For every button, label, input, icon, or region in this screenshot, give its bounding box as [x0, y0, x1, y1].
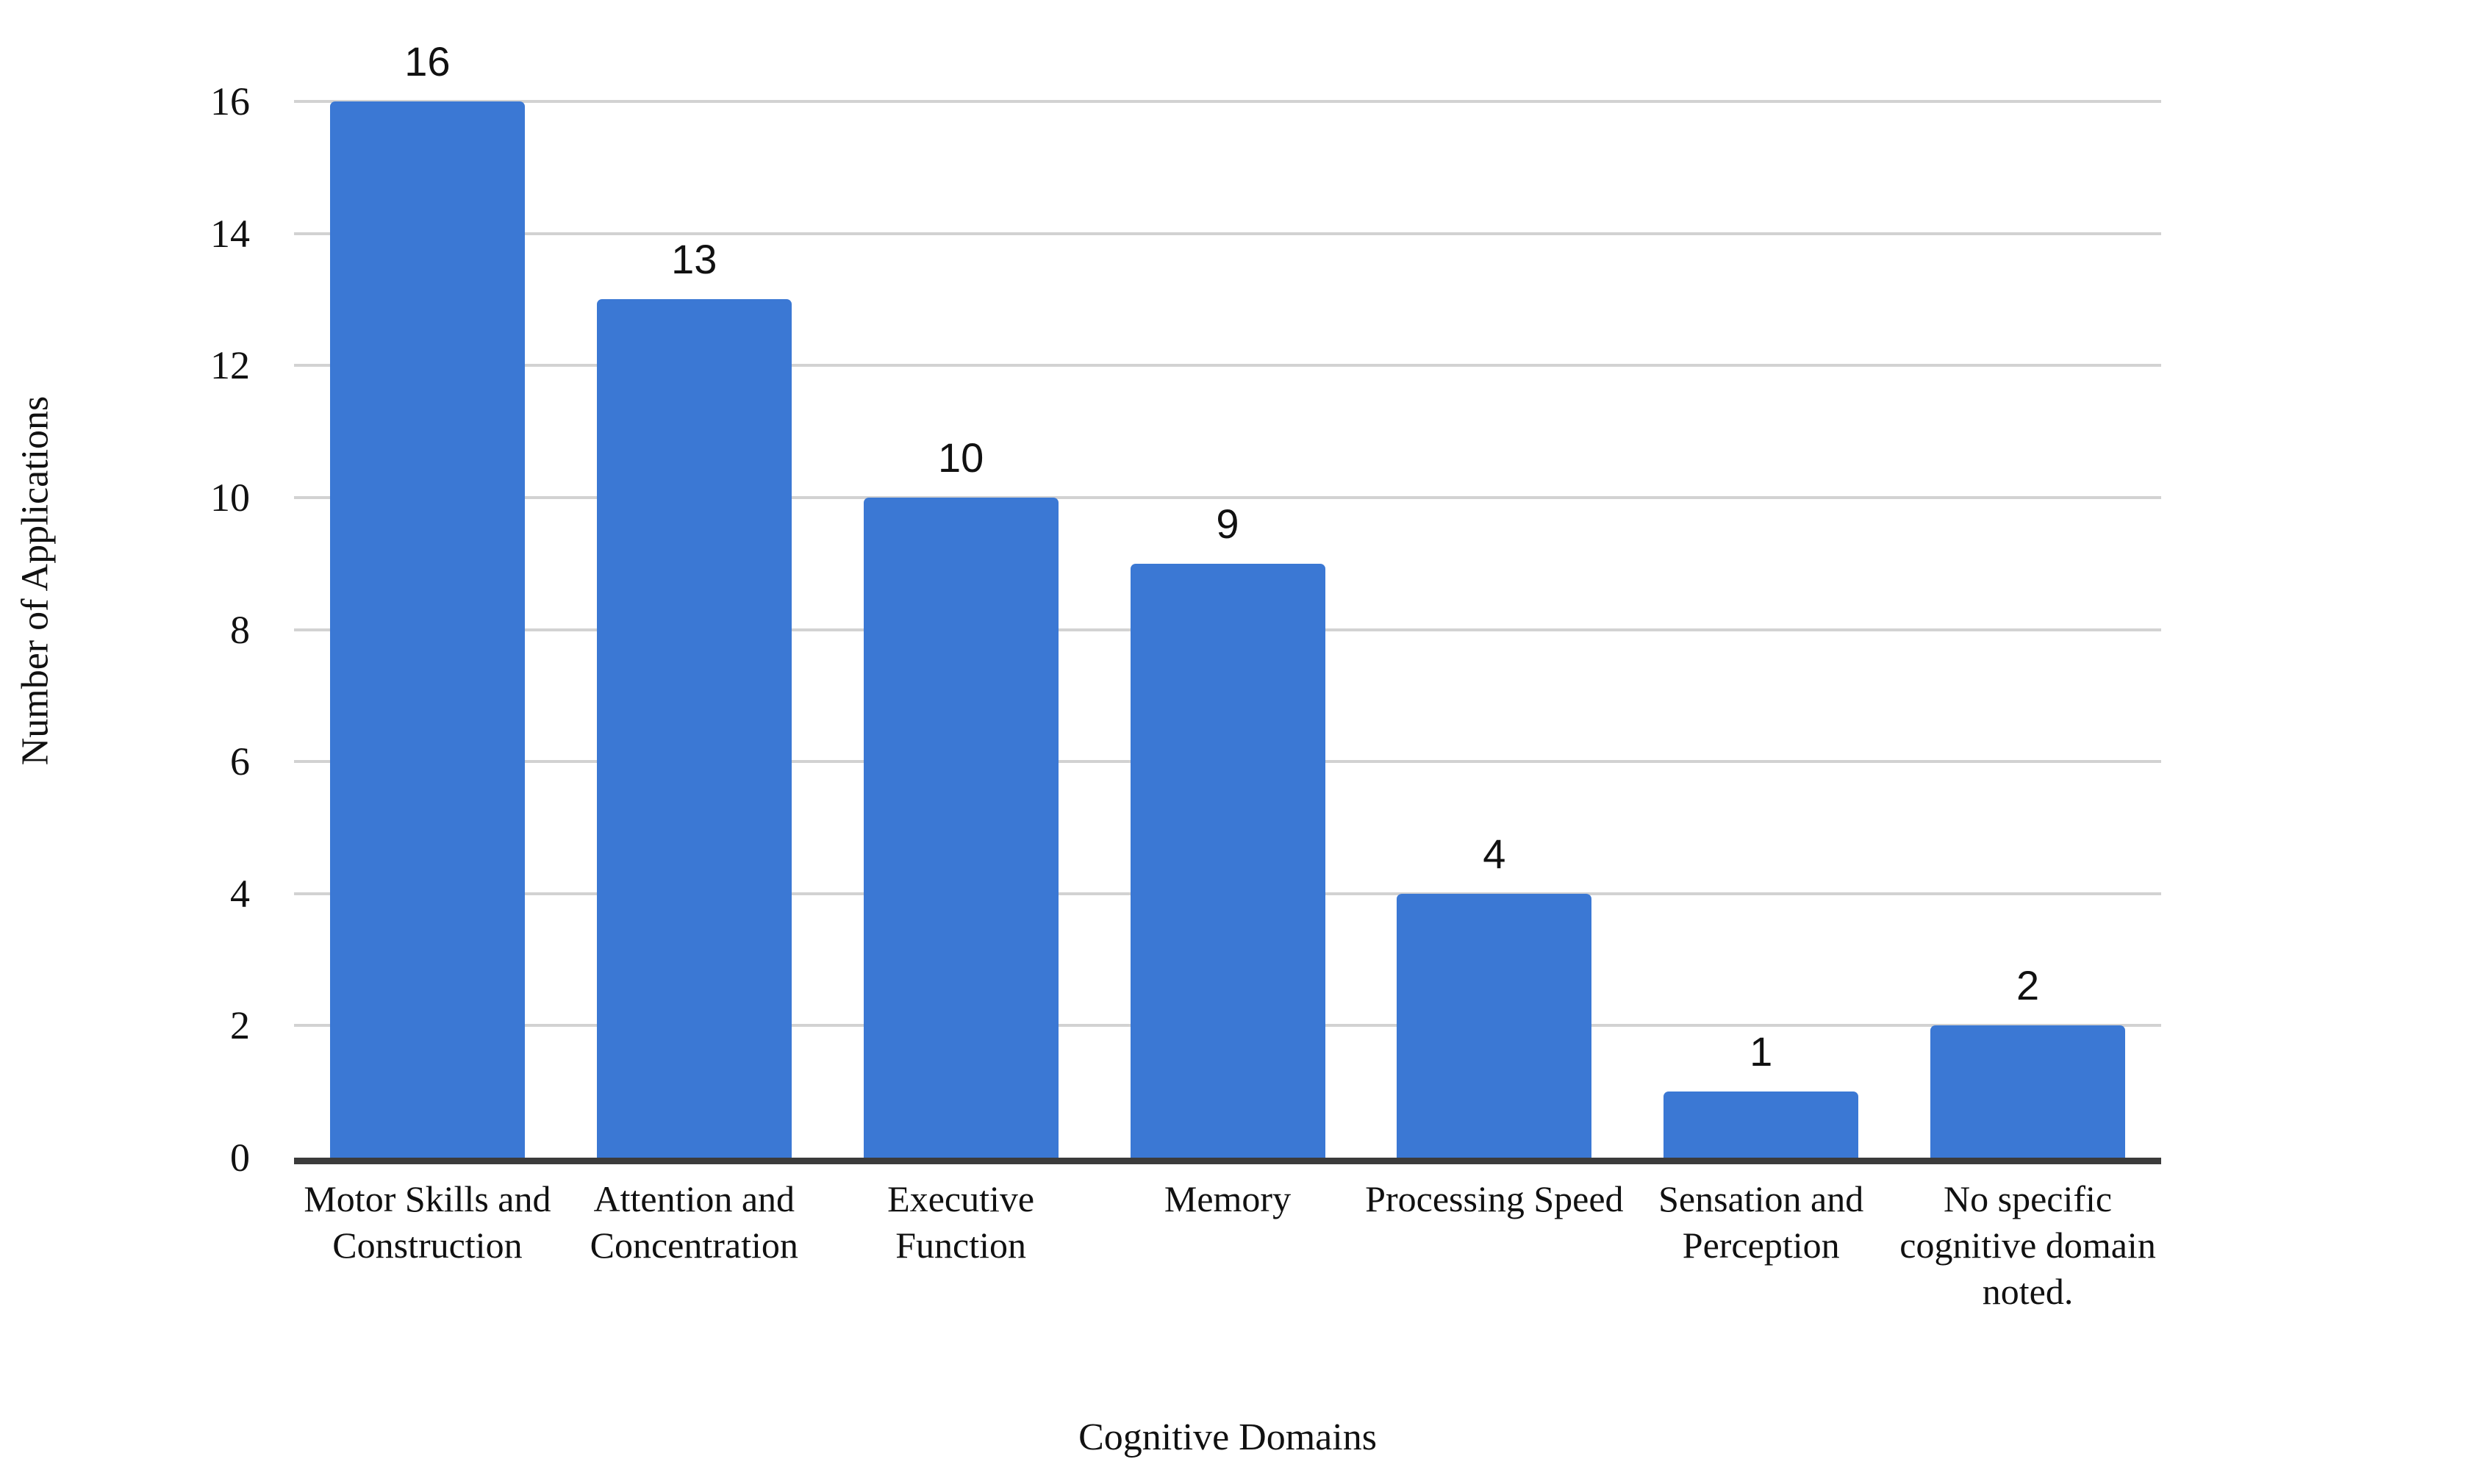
x-category-label: Motor Skills and Construction	[304, 1178, 551, 1266]
x-category-label: Memory	[1164, 1178, 1292, 1219]
bar[interactable]	[1397, 893, 1592, 1158]
y-tick-label: 6	[230, 739, 250, 784]
bar-group: 4	[1397, 101, 1592, 1158]
gridline	[294, 100, 2161, 103]
y-tick-label: 14	[210, 211, 250, 256]
y-tick-label: 16	[210, 79, 250, 123]
x-category-label: Sensation and Perception	[1658, 1178, 1864, 1266]
gridline	[294, 232, 2161, 235]
gridline	[294, 495, 2161, 499]
bar-group: 1	[1663, 101, 1859, 1158]
x-category-label: Processing Speed	[1365, 1178, 1624, 1219]
y-tick-label: 12	[210, 343, 250, 388]
bar-group: 16	[329, 41, 525, 1158]
bar-value-label: 13	[671, 236, 717, 283]
bar[interactable]	[1130, 563, 1325, 1158]
y-tick-label: 10	[210, 475, 250, 520]
bar-group: 9	[1130, 101, 1325, 1158]
y-axis-tick-labels: 0 2 4 6 8 10 12 14 16	[0, 82, 294, 1177]
y-tick-label: 2	[230, 1003, 250, 1048]
bar[interactable]	[596, 299, 792, 1158]
x-category-label: No specific cognitive domain noted.	[1899, 1178, 2156, 1312]
plot-area: 16 13 10 9 4 1 2	[294, 41, 2161, 1164]
bar-series: 16 13 10 9 4 1 2	[294, 41, 2161, 1158]
bar[interactable]	[863, 497, 1059, 1158]
bar-value-label: 10	[937, 434, 984, 481]
y-tick-label: 0	[230, 1136, 250, 1180]
axis-baseline	[294, 1158, 2161, 1164]
x-category-label: Attention and Concentration	[590, 1178, 798, 1266]
bar-value-label: 9	[1216, 500, 1239, 547]
y-tick-label: 8	[230, 607, 250, 652]
bar-value-label: 4	[1483, 830, 1506, 877]
bar[interactable]	[329, 101, 525, 1158]
gridline	[294, 364, 2161, 368]
x-axis-category-labels: Motor Skills and Construction Attention a…	[294, 1176, 2161, 1397]
y-tick-label: 4	[230, 871, 250, 916]
bar-group: 13	[596, 101, 792, 1158]
bar-value-label: 1	[1750, 1028, 1773, 1075]
x-category-label: Executive Function	[887, 1178, 1035, 1266]
bar[interactable]	[1930, 1025, 2126, 1158]
bar-value-label: 16	[404, 38, 451, 85]
bar-group: 10	[863, 101, 1059, 1158]
bar-value-label: 2	[2016, 962, 2040, 1009]
x-axis-title: Cognitive Domains	[1078, 1416, 1377, 1458]
bar-group: 2	[1930, 101, 2126, 1158]
bar[interactable]	[1663, 1092, 1859, 1158]
